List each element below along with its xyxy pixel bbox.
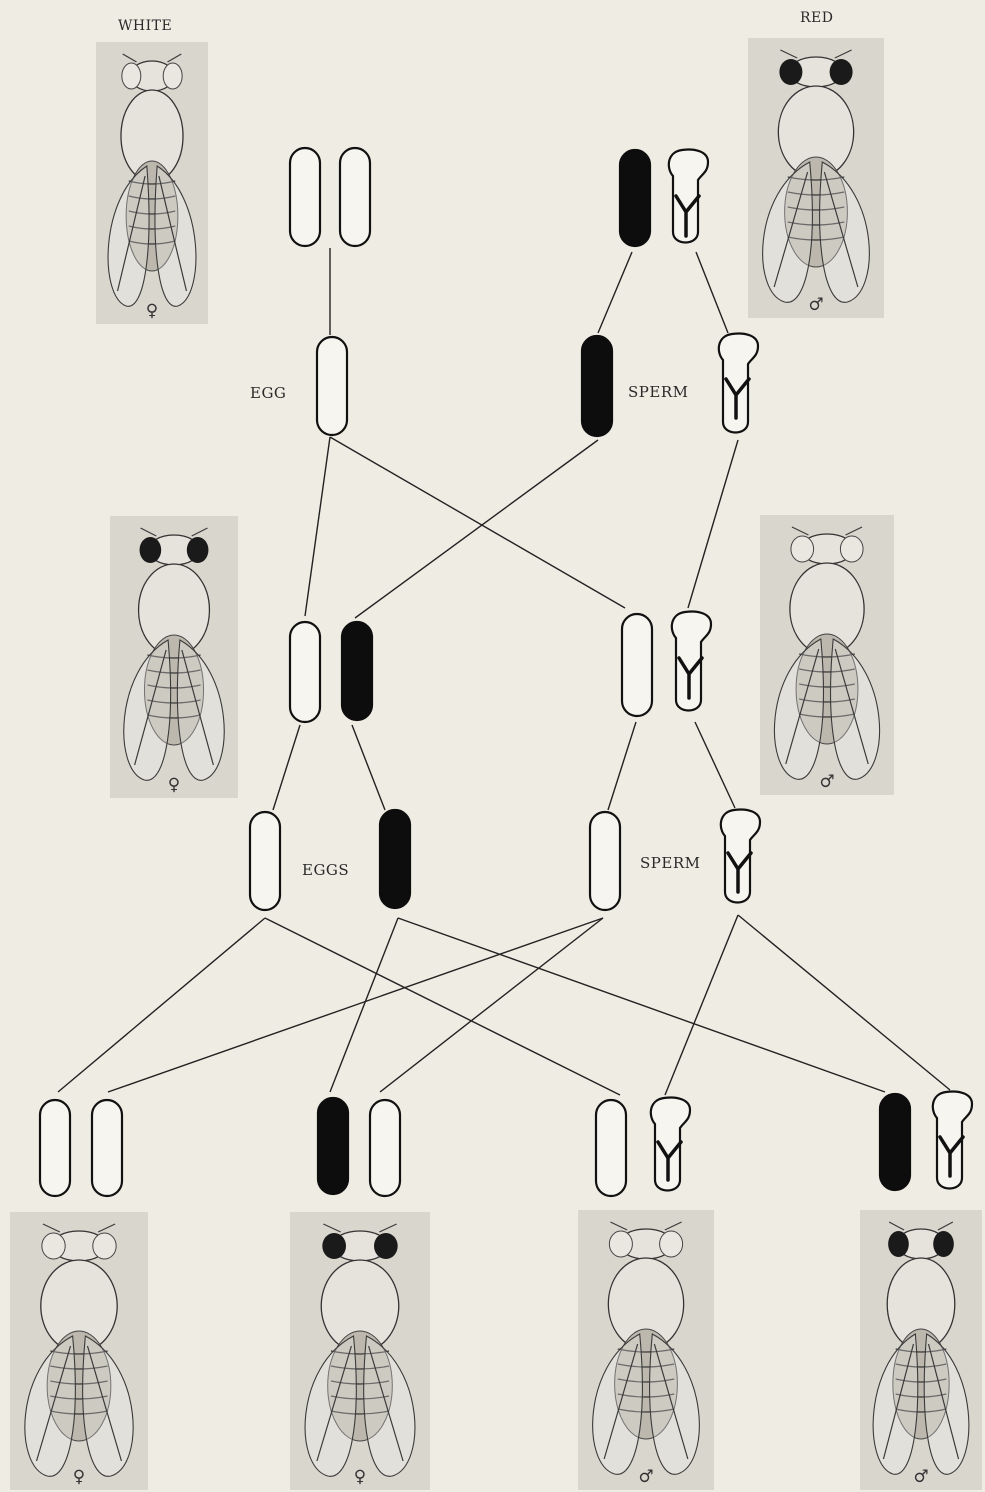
egg-label: EGG <box>250 384 286 402</box>
x-chromosome-white <box>92 1100 122 1196</box>
sperm-y-chromosome-mid <box>721 810 760 903</box>
f2-white-female-chromosomes <box>40 1100 122 1196</box>
f1-male-chromosomes <box>622 612 711 717</box>
f2-male-red-fly: ♂ <box>860 1210 982 1490</box>
eye-icon <box>140 537 162 563</box>
eye-icon <box>187 537 209 563</box>
eye-icon <box>374 1233 398 1259</box>
fly-illustrations: ♀ ♂ ♀ ♂ ♀ ♀ ♂ ♂ <box>10 38 982 1490</box>
sex-symbol: ♀ <box>146 301 158 321</box>
x-chromosome-white <box>290 622 320 722</box>
sperm-x-chromosome <box>582 336 612 436</box>
sperm-y-chromosome <box>719 334 758 433</box>
eye-icon <box>609 1231 632 1257</box>
f2-red-female-chromosomes <box>318 1098 400 1196</box>
eye-icon <box>42 1233 65 1259</box>
eye-icon <box>122 63 141 89</box>
sperm-x-chromosome-white <box>590 812 620 910</box>
eye-icon <box>779 59 802 85</box>
eye-icon <box>93 1233 116 1259</box>
sex-symbol: ♀ <box>73 1467 85 1487</box>
f2-female-white-fly: ♀ <box>10 1212 148 1490</box>
f1-female-fly: ♀ <box>110 516 238 798</box>
f2-female-red-fly: ♀ <box>290 1212 430 1490</box>
sex-symbol: ♀ <box>168 775 180 795</box>
sex-symbol: ♂ <box>913 1467 928 1487</box>
egg-x-chromosome <box>317 337 347 435</box>
y-chromosome <box>651 1098 690 1191</box>
eye-icon <box>660 1231 683 1257</box>
x-chromosome-red <box>318 1098 348 1194</box>
egg-x-chromosome-red <box>380 810 410 908</box>
eye-icon <box>163 63 182 89</box>
sperm-label-top: SPERM <box>628 383 688 401</box>
f2-male-white-fly: ♂ <box>578 1210 714 1490</box>
parent-male-chromosomes <box>620 150 708 247</box>
x-chromosome-red <box>880 1094 910 1190</box>
eye-icon <box>322 1233 346 1259</box>
eye-icon <box>933 1231 954 1257</box>
eye-icon <box>840 536 863 562</box>
p-red-male-fly: ♂ <box>748 38 884 318</box>
sex-symbol: ♂ <box>819 772 834 792</box>
x-chromosome-white <box>596 1100 626 1196</box>
y-chromosome <box>933 1092 972 1189</box>
eggs-label: EGGS <box>302 861 349 879</box>
x-chromosome-red <box>620 150 650 246</box>
f2-red-male-chromosomes <box>880 1092 972 1191</box>
eye-icon <box>830 59 853 85</box>
sperm-label-mid: SPERM <box>640 854 700 872</box>
y-chromosome <box>669 150 708 243</box>
x-chromosome-white <box>40 1100 70 1196</box>
x-chromosome-white <box>622 614 652 716</box>
red-label: RED <box>800 10 834 26</box>
f1-female-chromosomes <box>290 622 372 722</box>
x-chromosome-white <box>370 1100 400 1196</box>
x-chromosome-red <box>342 622 372 720</box>
sex-symbol: ♂ <box>638 1467 653 1487</box>
x-chromosome-white <box>290 148 320 246</box>
white-label: WHITE <box>118 18 172 34</box>
egg-x-chromosome-white <box>250 812 280 910</box>
f1-male-fly: ♂ <box>760 515 894 795</box>
sex-symbol: ♂ <box>808 295 823 315</box>
x-chromosome-white <box>340 148 370 246</box>
y-chromosome <box>672 612 711 711</box>
eye-icon <box>791 536 814 562</box>
sex-symbol: ♀ <box>354 1467 366 1487</box>
parent-female-chromosomes <box>290 148 370 246</box>
f2-white-male-chromosomes <box>596 1098 690 1197</box>
eye-icon <box>888 1231 909 1257</box>
p-white-female-fly: ♀ <box>96 42 208 324</box>
